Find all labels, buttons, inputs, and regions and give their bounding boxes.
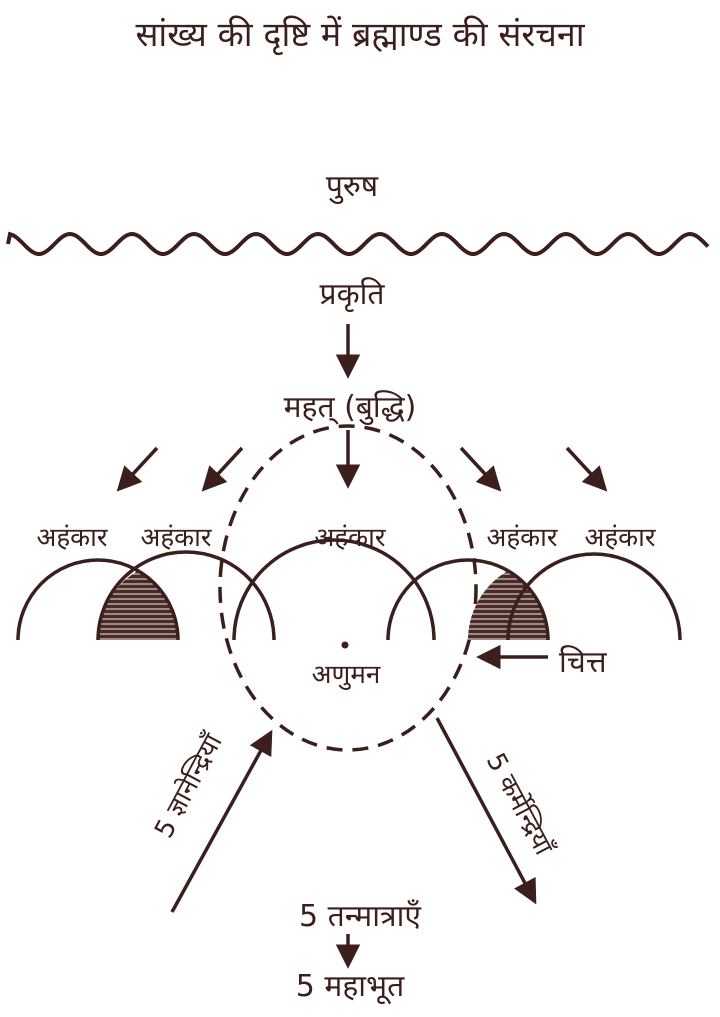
- mahat-label: महत् (बुद्धि): [284, 390, 417, 426]
- purush-label: पुरुष: [326, 169, 379, 205]
- ahankar-arc-5: [506, 552, 682, 641]
- arrow-mahat-to-ahankar-5: [565, 446, 608, 492]
- ahankar-label-5: अहंकार: [584, 523, 656, 553]
- gyanendriyan-label: 5 ज्ञानेन्द्रियाँ: [148, 727, 229, 843]
- ahankar-overlap-right: [468, 560, 548, 640]
- arrow-mind-to-karmendriyan: [435, 717, 537, 905]
- arrow-mahat-to-ahankar-4: [459, 446, 502, 492]
- mahabhoot-label: 5 महाभूत: [296, 969, 405, 1005]
- ahankar-label-1: अहंकार: [36, 523, 108, 553]
- prakriti-label: प्रकृति: [320, 277, 386, 313]
- ahankar-arc-2: [96, 550, 276, 641]
- ahankar-arc-1: [16, 558, 180, 641]
- ahankar-label-2: अहंकार: [140, 523, 212, 553]
- arrow-mahat-to-ahankar-2: [201, 446, 244, 492]
- karmendriyan-label: 5 कर्मेन्द्रियाँ: [480, 748, 560, 862]
- ahankar-overlap-left: [98, 560, 178, 640]
- tanmatrayen-label: 5 तन्मात्राएँ: [299, 899, 422, 934]
- anuman-label: अणुमन: [312, 660, 381, 690]
- chitt-label: चित्त: [559, 645, 608, 680]
- center-dot: [341, 641, 349, 649]
- ahankar-arc-4: [386, 558, 550, 641]
- dashed-mind-circle: [218, 424, 478, 752]
- ahankar-arc-3: [232, 538, 436, 641]
- wavy-boundary-line: [6, 231, 710, 256]
- ahankar-label-4: अहंकार: [486, 523, 558, 553]
- diagram-title: सांख्य की दृष्टि में ब्रह्माण्ड की संरचन…: [135, 15, 585, 56]
- arrow-gyanendriyan-to-mind: [170, 729, 273, 913]
- arrow-mahat-to-ahankar-1: [116, 446, 159, 492]
